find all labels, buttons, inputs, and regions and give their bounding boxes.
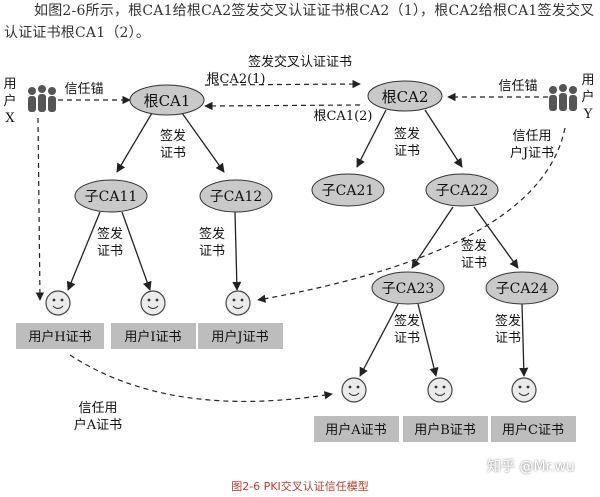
user-b-cert: 用户B证书 xyxy=(403,416,488,442)
svg-text:用户I证书: 用户I证书 xyxy=(124,329,181,345)
user-a-cert: 用户A证书 xyxy=(314,416,399,442)
svg-text:用户B证书: 用户B证书 xyxy=(414,422,476,438)
user-h-cert: 用户H证书 xyxy=(16,323,104,349)
svg-text:签发: 签发 xyxy=(160,128,186,144)
cross-cert-ca1-2: 根CA1(2) xyxy=(313,109,372,124)
svg-text:Y: Y xyxy=(583,107,593,122)
svg-text:子CA22: 子CA22 xyxy=(436,183,489,199)
svg-text:子CA12: 子CA12 xyxy=(210,189,263,205)
trust-arrows xyxy=(35,79,566,403)
svg-text:用户H证书: 用户H证书 xyxy=(28,329,91,345)
svg-text:证书: 证书 xyxy=(461,256,487,271)
svg-text:子CA21: 子CA21 xyxy=(322,183,375,199)
intro-paragraph: 如图2-6所示，根CA1给根CA2签发交叉认证证书根CA2（1），根CA2给根C… xyxy=(4,3,595,41)
figure-caption: 图2-6 PKI交叉认证信任模型 xyxy=(231,480,369,493)
svg-text:签发: 签发 xyxy=(199,226,225,242)
sub-ca12-node: 子CA12 xyxy=(199,179,273,213)
svg-text:证书: 证书 xyxy=(394,331,420,346)
trust-anchor-label-y: 信任锚 xyxy=(498,79,537,94)
user-h-face-icon xyxy=(45,290,71,316)
svg-text:用户A证书: 用户A证书 xyxy=(325,422,386,438)
svg-text:用: 用 xyxy=(581,73,594,88)
sub-ca23-node: 子CA23 xyxy=(371,271,445,305)
user-x: 用 户 X xyxy=(3,77,56,126)
user-j-cert: 用户J证书 xyxy=(198,323,283,349)
svg-text:用: 用 xyxy=(3,77,16,92)
sub-ca11-node: 子CA11 xyxy=(74,179,148,213)
svg-text:根CA2: 根CA2 xyxy=(382,88,429,106)
svg-text:签发: 签发 xyxy=(394,126,420,142)
issue-labels: 签发 证书 签发 证书 签发 证书 签发 证书 签发 证书 签发 证书 签发 证… xyxy=(97,126,521,346)
trust-user-a-line2: 户A证书 xyxy=(74,417,122,433)
root-ca2-node: 根CA2 xyxy=(367,80,443,112)
svg-text:子CA24: 子CA24 xyxy=(496,281,549,297)
svg-text:用户C证书: 用户C证书 xyxy=(502,422,564,438)
svg-text:户: 户 xyxy=(3,93,16,109)
svg-text:用户J证书: 用户J证书 xyxy=(211,329,268,345)
cross-cert-title: 签发交叉认证证书 xyxy=(248,54,352,70)
pki-cross-certification-diagram: 根CA1 根CA2 子CA11 子CA12 子CA21 子CA22 子CA23 … xyxy=(3,54,595,442)
svg-text:证书: 证书 xyxy=(394,144,420,159)
trust-user-j-line2: 户J证书 xyxy=(510,145,554,161)
smiley-faces xyxy=(45,290,537,403)
issue-arrows xyxy=(66,109,529,377)
svg-text:子CA11: 子CA11 xyxy=(85,189,138,205)
svg-text:签发: 签发 xyxy=(394,313,420,329)
user-a-face-icon xyxy=(341,377,367,403)
trust-anchor-label-x: 信任锚 xyxy=(64,82,103,97)
user-c-face-icon xyxy=(511,377,537,403)
svg-text:证书: 证书 xyxy=(495,331,521,346)
user-b-face-icon xyxy=(427,377,453,403)
svg-text:证书: 证书 xyxy=(97,244,123,259)
svg-text:根CA1: 根CA1 xyxy=(144,92,191,110)
user-i-cert: 用户I证书 xyxy=(111,323,196,349)
trust-user-j-line1: 信任用 xyxy=(512,129,551,144)
trust-user-a-line1: 信任用 xyxy=(78,401,117,416)
user-c-cert: 用户C证书 xyxy=(491,416,576,442)
svg-text:户: 户 xyxy=(581,89,594,105)
svg-text:X: X xyxy=(5,111,15,126)
watermark: 知乎 @Mr.wu xyxy=(487,459,575,475)
sub-ca22-node: 子CA22 xyxy=(425,173,499,207)
svg-text:签发: 签发 xyxy=(461,238,487,254)
user-y: 用 户 Y xyxy=(549,73,595,122)
sub-ca21-node: 子CA21 xyxy=(311,173,385,207)
svg-text:证书: 证书 xyxy=(199,244,225,259)
root-ca1-node: 根CA1 xyxy=(129,84,205,116)
svg-text:签发: 签发 xyxy=(495,313,521,329)
user-i-face-icon xyxy=(140,290,166,316)
svg-text:子CA23: 子CA23 xyxy=(382,281,435,297)
svg-text:签发: 签发 xyxy=(97,226,123,242)
user-j-face-icon xyxy=(225,290,251,316)
svg-text:证书: 证书 xyxy=(160,146,186,161)
cross-cert-ca2-1: 根CA2(1) xyxy=(206,72,265,87)
user-y-people-icon xyxy=(549,84,577,111)
user-x-people-icon xyxy=(28,85,56,112)
sub-ca24-node: 子CA24 xyxy=(485,271,559,305)
